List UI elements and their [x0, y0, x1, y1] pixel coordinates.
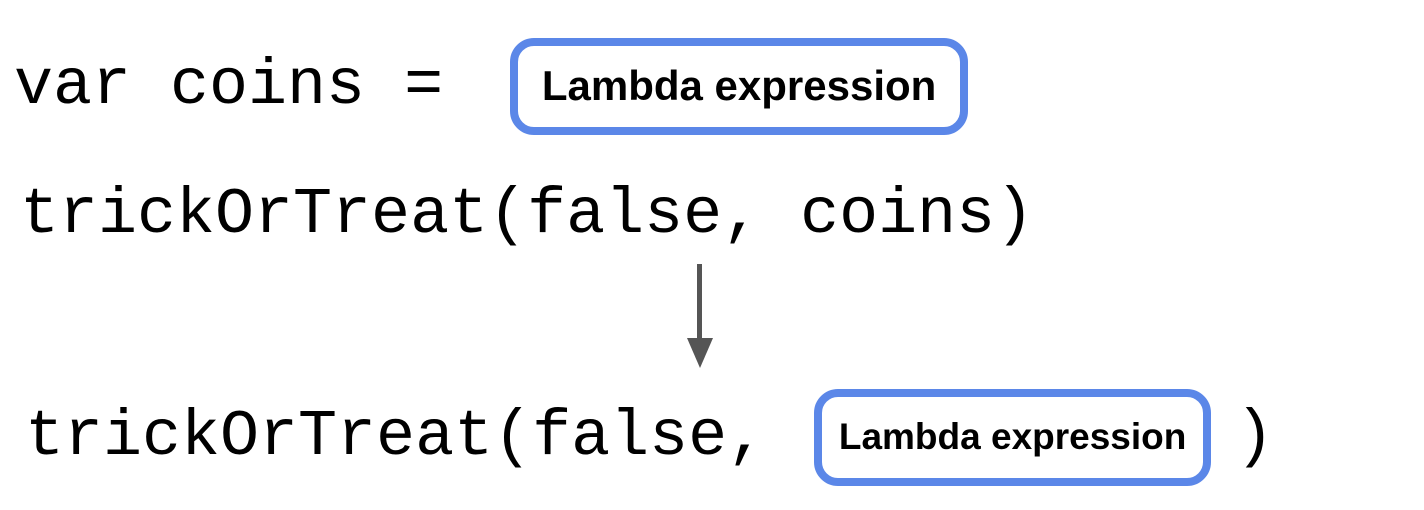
call-with-lambda-line: trickOrTreat(false, Lambda expression ) [25, 382, 1274, 492]
code-trickortreat-coins: trickOrTreat(false, coins) [20, 178, 1035, 252]
lambda-expression-box-bottom: Lambda expression [814, 388, 1212, 486]
code-closing-paren: ) [1235, 400, 1275, 474]
down-arrow-head [687, 338, 713, 368]
lambda-expression-box-top: Lambda expression [510, 37, 969, 135]
down-arrow-shaft [697, 264, 702, 340]
lambda-expression-label-bottom: Lambda expression [838, 416, 1187, 457]
lambda-expression-label-top: Lambda expression [541, 62, 937, 109]
assignment-line: var coins = Lambda expression [14, 36, 969, 136]
code-trickortreat-open: trickOrTreat(false, [25, 400, 767, 474]
down-arrow-icon [687, 264, 713, 368]
call-with-variable-line: trickOrTreat(false, coins) [20, 177, 1034, 253]
code-var-coins: var coins = [14, 49, 444, 123]
